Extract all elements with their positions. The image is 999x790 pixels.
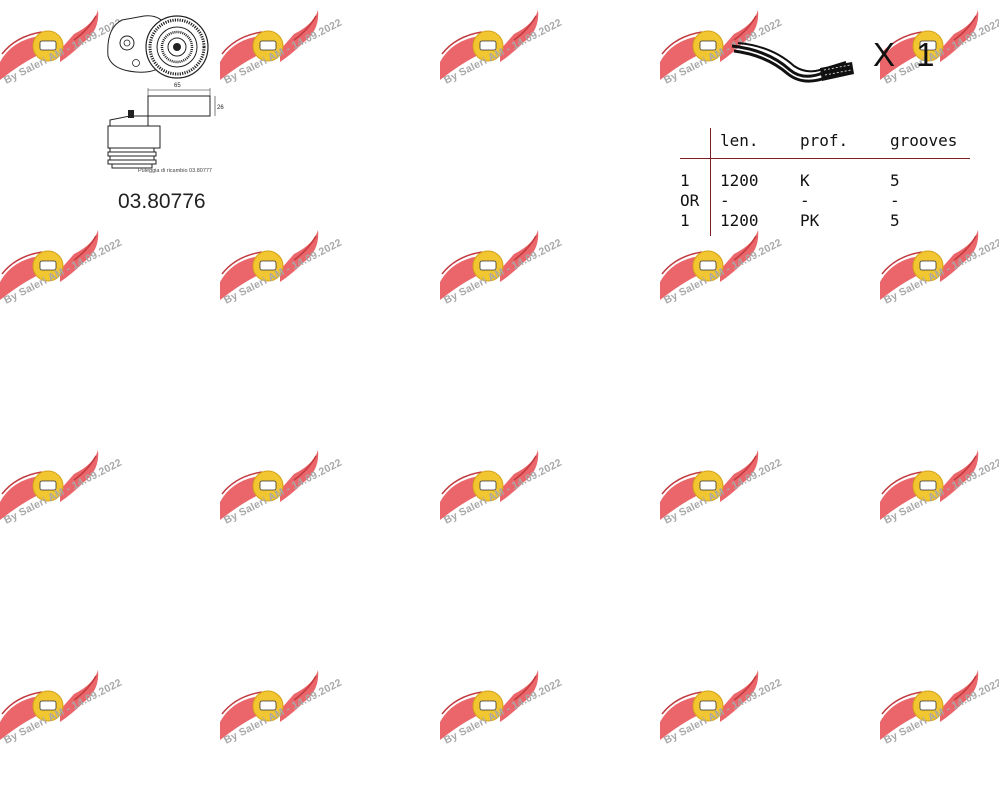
row-3-profile: PK	[800, 211, 820, 230]
watermark-stamp: By Saleri AM - 14.09.2022	[440, 670, 580, 790]
dimension-width-label: 65	[174, 83, 181, 89]
watermark-stamp: By Saleri AM - 14.09.2022	[220, 10, 360, 130]
watermark-caption: By Saleri AM - 14.09.2022	[222, 16, 344, 87]
airmech-wings-logo-icon	[220, 10, 319, 80]
watermark-stamp: By Saleri AM - 14.09.2022	[0, 230, 140, 350]
watermark-caption: By Saleri AM - 14.09.2022	[442, 236, 564, 307]
row-1-profile: K	[800, 171, 810, 190]
airmech-wings-logo-icon	[440, 670, 539, 740]
header-length: len.	[720, 131, 759, 150]
watermark-caption: By Saleri AM - 14.09.2022	[2, 676, 124, 747]
watermark-stamp: By Saleri AM - 14.09.2022	[440, 10, 580, 130]
tensioner-pulley-drawing-icon: 65 26	[107, 15, 224, 169]
airmech-wings-logo-icon	[220, 450, 319, 520]
watermark-caption: By Saleri AM - 14.09.2022	[2, 456, 124, 527]
airmech-wings-logo-icon	[440, 230, 539, 300]
row-1-length: 1200	[720, 171, 759, 190]
watermark-caption: By Saleri AM - 14.09.2022	[222, 456, 344, 527]
watermark-caption: By Saleri AM - 14.09.2022	[882, 676, 999, 747]
watermark-stamp: By Saleri AM - 14.09.2022	[660, 450, 800, 570]
row-3-qty: 1	[680, 211, 690, 230]
spec-table: len. prof. grooves 1 1200 K 5 OR - - - 1…	[680, 128, 980, 238]
watermark-stamp: By Saleri AM - 14.09.2022	[220, 230, 360, 350]
row-3-grooves: 5	[890, 211, 900, 230]
part-number: 03.80776	[118, 190, 206, 213]
watermark-stamp: By Saleri AM - 14.09.2022	[440, 230, 580, 350]
header-grooves: grooves	[890, 131, 958, 150]
row-2-profile: -	[800, 191, 810, 210]
watermark-stamp: By Saleri AM - 14.09.2022	[880, 230, 999, 350]
row-2-grooves: -	[890, 191, 900, 210]
watermark-caption: By Saleri AM - 14.09.2022	[222, 236, 344, 307]
airmech-wings-logo-icon	[880, 450, 979, 520]
watermark-stamp: By Saleri AM - 14.09.2022	[440, 450, 580, 570]
watermark-caption: By Saleri AM - 14.09.2022	[442, 676, 564, 747]
watermark-stamp: By Saleri AM - 14.09.2022	[220, 450, 360, 570]
poly-v-belt-drawing-icon	[731, 42, 854, 83]
row-1-qty: 1	[680, 171, 690, 190]
airmech-wings-logo-icon	[880, 230, 979, 300]
table-divider-vertical	[710, 128, 711, 236]
row-2-length: -	[720, 191, 730, 210]
watermark-stamp: By Saleri AM - 14.09.2022	[0, 670, 140, 790]
watermark-stamp: By Saleri AM - 14.09.2022	[880, 450, 999, 570]
watermark-caption: By Saleri AM - 14.09.2022	[222, 676, 344, 747]
part-caption: Puleggia di ricambio 03.80777	[138, 168, 212, 174]
row-3-length: 1200	[720, 211, 759, 230]
airmech-wings-logo-icon	[660, 230, 759, 300]
dimension-height-label: 26	[217, 105, 224, 111]
airmech-wings-logo-icon	[660, 670, 759, 740]
airmech-wings-logo-icon	[0, 450, 99, 520]
airmech-wings-logo-icon	[440, 450, 539, 520]
watermark-caption: By Saleri AM - 14.09.2022	[442, 16, 564, 87]
airmech-wings-logo-icon	[880, 670, 979, 740]
watermark-stamp: By Saleri AM - 14.09.2022	[220, 670, 360, 790]
watermark-caption: By Saleri AM - 14.09.2022	[442, 456, 564, 527]
airmech-wings-logo-icon	[220, 670, 319, 740]
watermark-caption: By Saleri AM - 14.09.2022	[882, 456, 999, 527]
airmech-wings-logo-icon	[220, 230, 319, 300]
watermark-caption: By Saleri AM - 14.09.2022	[662, 456, 784, 527]
watermark-caption: By Saleri AM - 14.09.2022	[662, 236, 784, 307]
watermark-caption: By Saleri AM - 14.09.2022	[882, 236, 999, 307]
airmech-wings-logo-icon	[0, 670, 99, 740]
row-2-qty: OR	[680, 191, 700, 210]
belt-quantity: X 1	[873, 36, 941, 73]
airmech-wings-logo-icon	[440, 10, 539, 80]
watermark-caption: By Saleri AM - 14.09.2022	[662, 676, 784, 747]
row-1-grooves: 5	[890, 171, 900, 190]
watermark-stamp: By Saleri AM - 14.09.2022	[660, 230, 800, 350]
watermark-stamp: By Saleri AM - 14.09.2022	[660, 670, 800, 790]
watermark-stamp: By Saleri AM - 14.09.2022	[0, 450, 140, 570]
header-profile: prof.	[800, 131, 849, 150]
airmech-wings-logo-icon	[0, 230, 99, 300]
watermark-caption: By Saleri AM - 14.09.2022	[2, 236, 124, 307]
watermark-stamp: By Saleri AM - 14.09.2022	[880, 670, 999, 790]
table-divider-horizontal	[680, 158, 970, 159]
airmech-wings-logo-icon	[660, 450, 759, 520]
